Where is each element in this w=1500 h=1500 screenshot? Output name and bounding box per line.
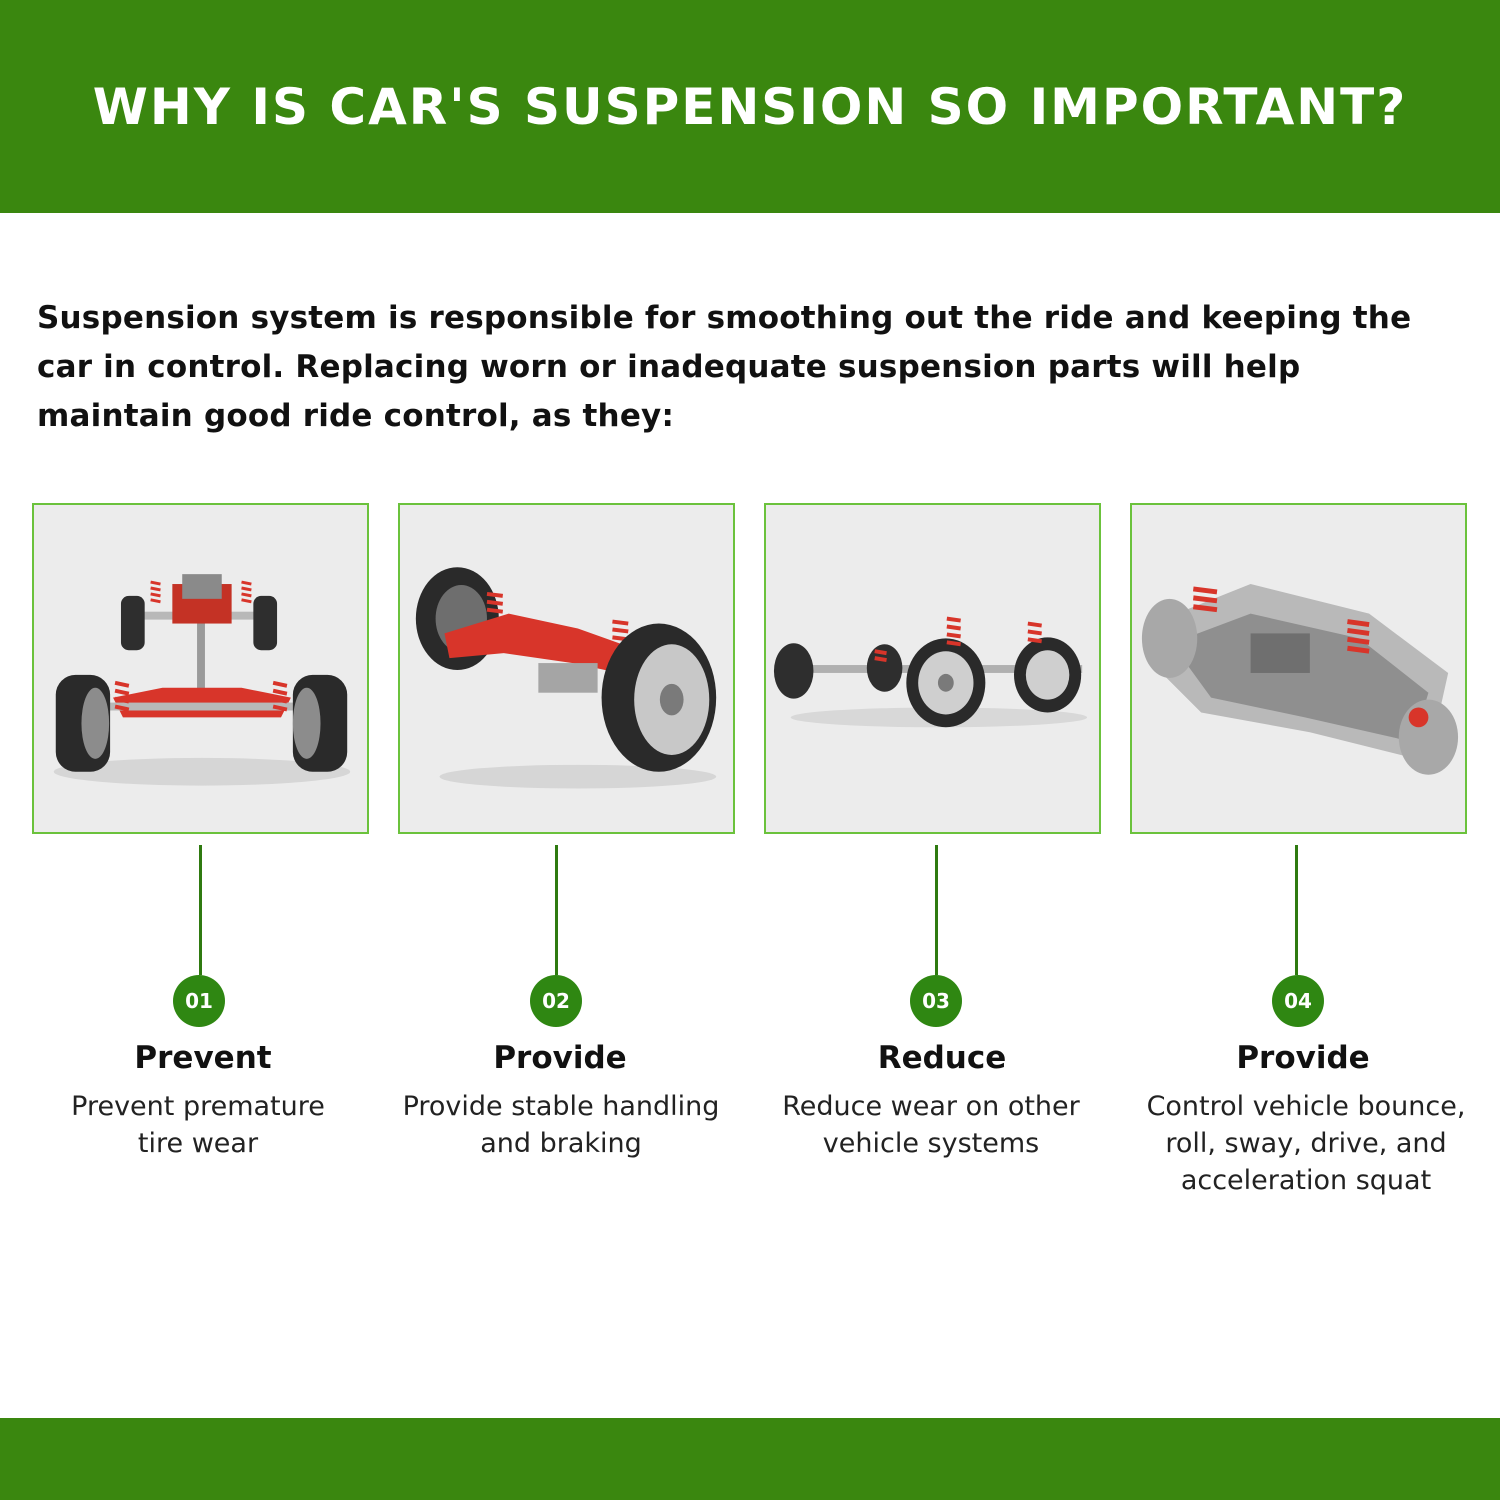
feature-desc-4-line-3: acceleration squat — [1180, 1165, 1432, 1196]
feature-title-4: Provide — [1236, 1040, 1370, 1076]
header-banner: WHY IS CAR'S SUSPENSION SO IMPORTANT? — [0, 0, 1500, 213]
feature-desc-3: Reduce wear on other vehicle systems — [751, 1088, 1111, 1162]
feature-title-3: Reduce — [877, 1040, 1007, 1076]
front-subframe-suspension-image — [1141, 584, 1459, 775]
feature-desc-2-line-2: and braking — [480, 1128, 642, 1159]
intro-paragraph: Suspension system is responsible for smo… — [37, 300, 1412, 434]
feature-desc-1-line-2: tire wear — [137, 1128, 259, 1159]
full-chassis-suspension-image — [53, 574, 351, 786]
feature-image-1 — [32, 503, 369, 834]
axle-side-view-image — [773, 616, 1088, 728]
rear-axle-suspension-image — [415, 567, 717, 789]
step-badge-3: 03 — [910, 975, 962, 1027]
feature-desc-3-line-2: vehicle systems — [822, 1128, 1040, 1159]
feature-image-3 — [764, 503, 1101, 834]
feature-desc-1-line-1: Prevent premature — [71, 1091, 325, 1122]
feature-desc-1: Prevent premature tire wear — [18, 1088, 378, 1162]
connector-line-1 — [199, 845, 202, 975]
feature-desc-4: Control vehicle bounce, roll, sway, driv… — [1126, 1088, 1486, 1199]
feature-desc-4-line-2: roll, sway, drive, and — [1165, 1128, 1447, 1159]
connector-line-3 — [935, 845, 938, 975]
footer-bar — [0, 1418, 1500, 1500]
step-badge-4: 04 — [1272, 975, 1324, 1027]
step-badge-2: 02 — [530, 975, 582, 1027]
feature-desc-4-line-1: Control vehicle bounce, — [1146, 1091, 1466, 1122]
page-title: WHY IS CAR'S SUSPENSION SO IMPORTANT? — [92, 77, 1408, 136]
feature-desc-2-line-1: Provide stable handling — [402, 1091, 720, 1122]
feature-title-1: Prevent — [134, 1040, 272, 1076]
step-badge-1: 01 — [173, 975, 225, 1027]
connector-line-2 — [555, 845, 558, 975]
feature-image-4 — [1130, 503, 1467, 834]
connector-line-4 — [1295, 845, 1298, 975]
feature-title-2: Provide — [493, 1040, 627, 1076]
feature-desc-3-line-1: Reduce wear on other — [782, 1091, 1080, 1122]
feature-image-2 — [398, 503, 735, 834]
feature-desc-2: Provide stable handling and braking — [381, 1088, 741, 1162]
